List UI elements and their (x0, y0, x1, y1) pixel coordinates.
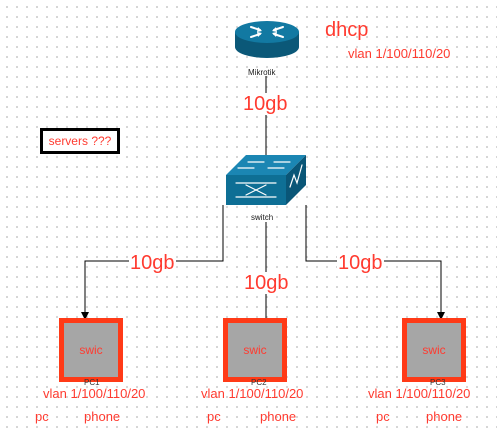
switch-node[interactable] (224, 153, 308, 209)
access-2-vlan: vlan 1/100/110/20 (201, 386, 304, 401)
access-2-pc: pc (207, 409, 221, 424)
link-label-center: 10gb (243, 272, 290, 294)
access-1-phone: phone (84, 409, 121, 424)
servers-box[interactable]: servers ??? (40, 128, 120, 154)
router-icon (235, 21, 299, 58)
dhcp-title: dhcp (325, 19, 369, 41)
access-1-pc: pc (35, 409, 49, 424)
access-1-vlan: vlan 1/100/110/20 (43, 386, 146, 401)
access-3-vlan: vlan 1/100/110/20 (368, 386, 471, 401)
access-switch-2[interactable]: swic (223, 318, 287, 382)
servers-label: servers ??? (48, 134, 112, 148)
switch-icon (226, 155, 306, 205)
access-1-stub: PC1 (84, 378, 100, 387)
access-3-phone: phone (426, 409, 463, 424)
router-node[interactable] (234, 16, 300, 66)
access-2-phone: phone (260, 409, 297, 424)
access-switch-2-label: swic (243, 343, 267, 357)
access-3-pc: pc (376, 409, 390, 424)
dhcp-vlan: vlan 1/100/110/20 (348, 46, 451, 61)
access-switch-1[interactable]: swic (59, 318, 123, 382)
access-3-stub: PC3 (430, 378, 446, 387)
switch-label: switch (251, 213, 274, 222)
link-label-right: 10gb (337, 252, 384, 274)
access-2-stub: PC2 (251, 378, 267, 387)
link-label-left: 10gb (129, 252, 176, 274)
access-switch-3[interactable]: swic (402, 318, 466, 382)
link-label-router-switch: 10gb (242, 93, 289, 115)
access-switch-3-label: swic (422, 343, 446, 357)
router-label: Mikrotik (248, 68, 276, 77)
access-switch-1-label: swic (79, 343, 103, 357)
